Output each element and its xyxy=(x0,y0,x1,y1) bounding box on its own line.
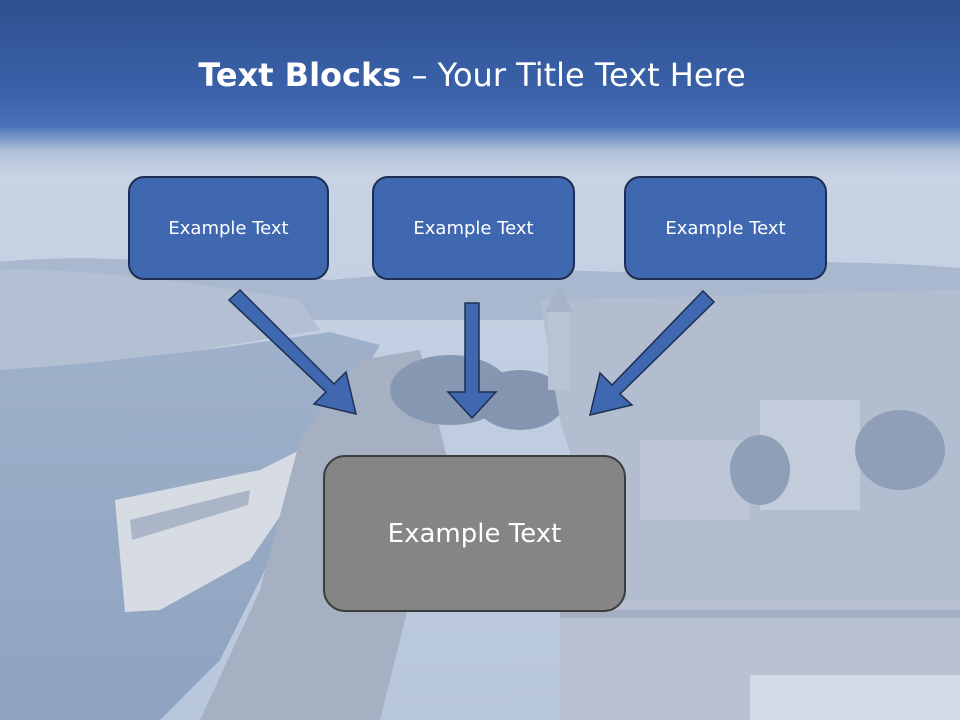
text-block-right: Example Text xyxy=(624,176,827,280)
title-band xyxy=(0,0,960,175)
arrow-right-icon xyxy=(588,289,716,417)
text-block-middle-label: Example Text xyxy=(413,217,534,239)
arrow-left-icon xyxy=(227,288,358,416)
center-text-block: Example Text xyxy=(323,455,626,612)
center-text-block-label: Example Text xyxy=(387,518,562,549)
title-dash: – xyxy=(401,56,438,94)
title-rest-part: Your Title Text Here xyxy=(437,56,746,94)
slide-title: Text Blocks – Your Title Text Here xyxy=(0,52,944,98)
text-block-right-label: Example Text xyxy=(665,217,786,239)
text-block-left-label: Example Text xyxy=(168,217,289,239)
arrow-middle-icon xyxy=(446,302,498,420)
text-block-middle: Example Text xyxy=(372,176,575,280)
text-block-left: Example Text xyxy=(128,176,329,280)
title-bold-part: Text Blocks xyxy=(198,56,402,94)
